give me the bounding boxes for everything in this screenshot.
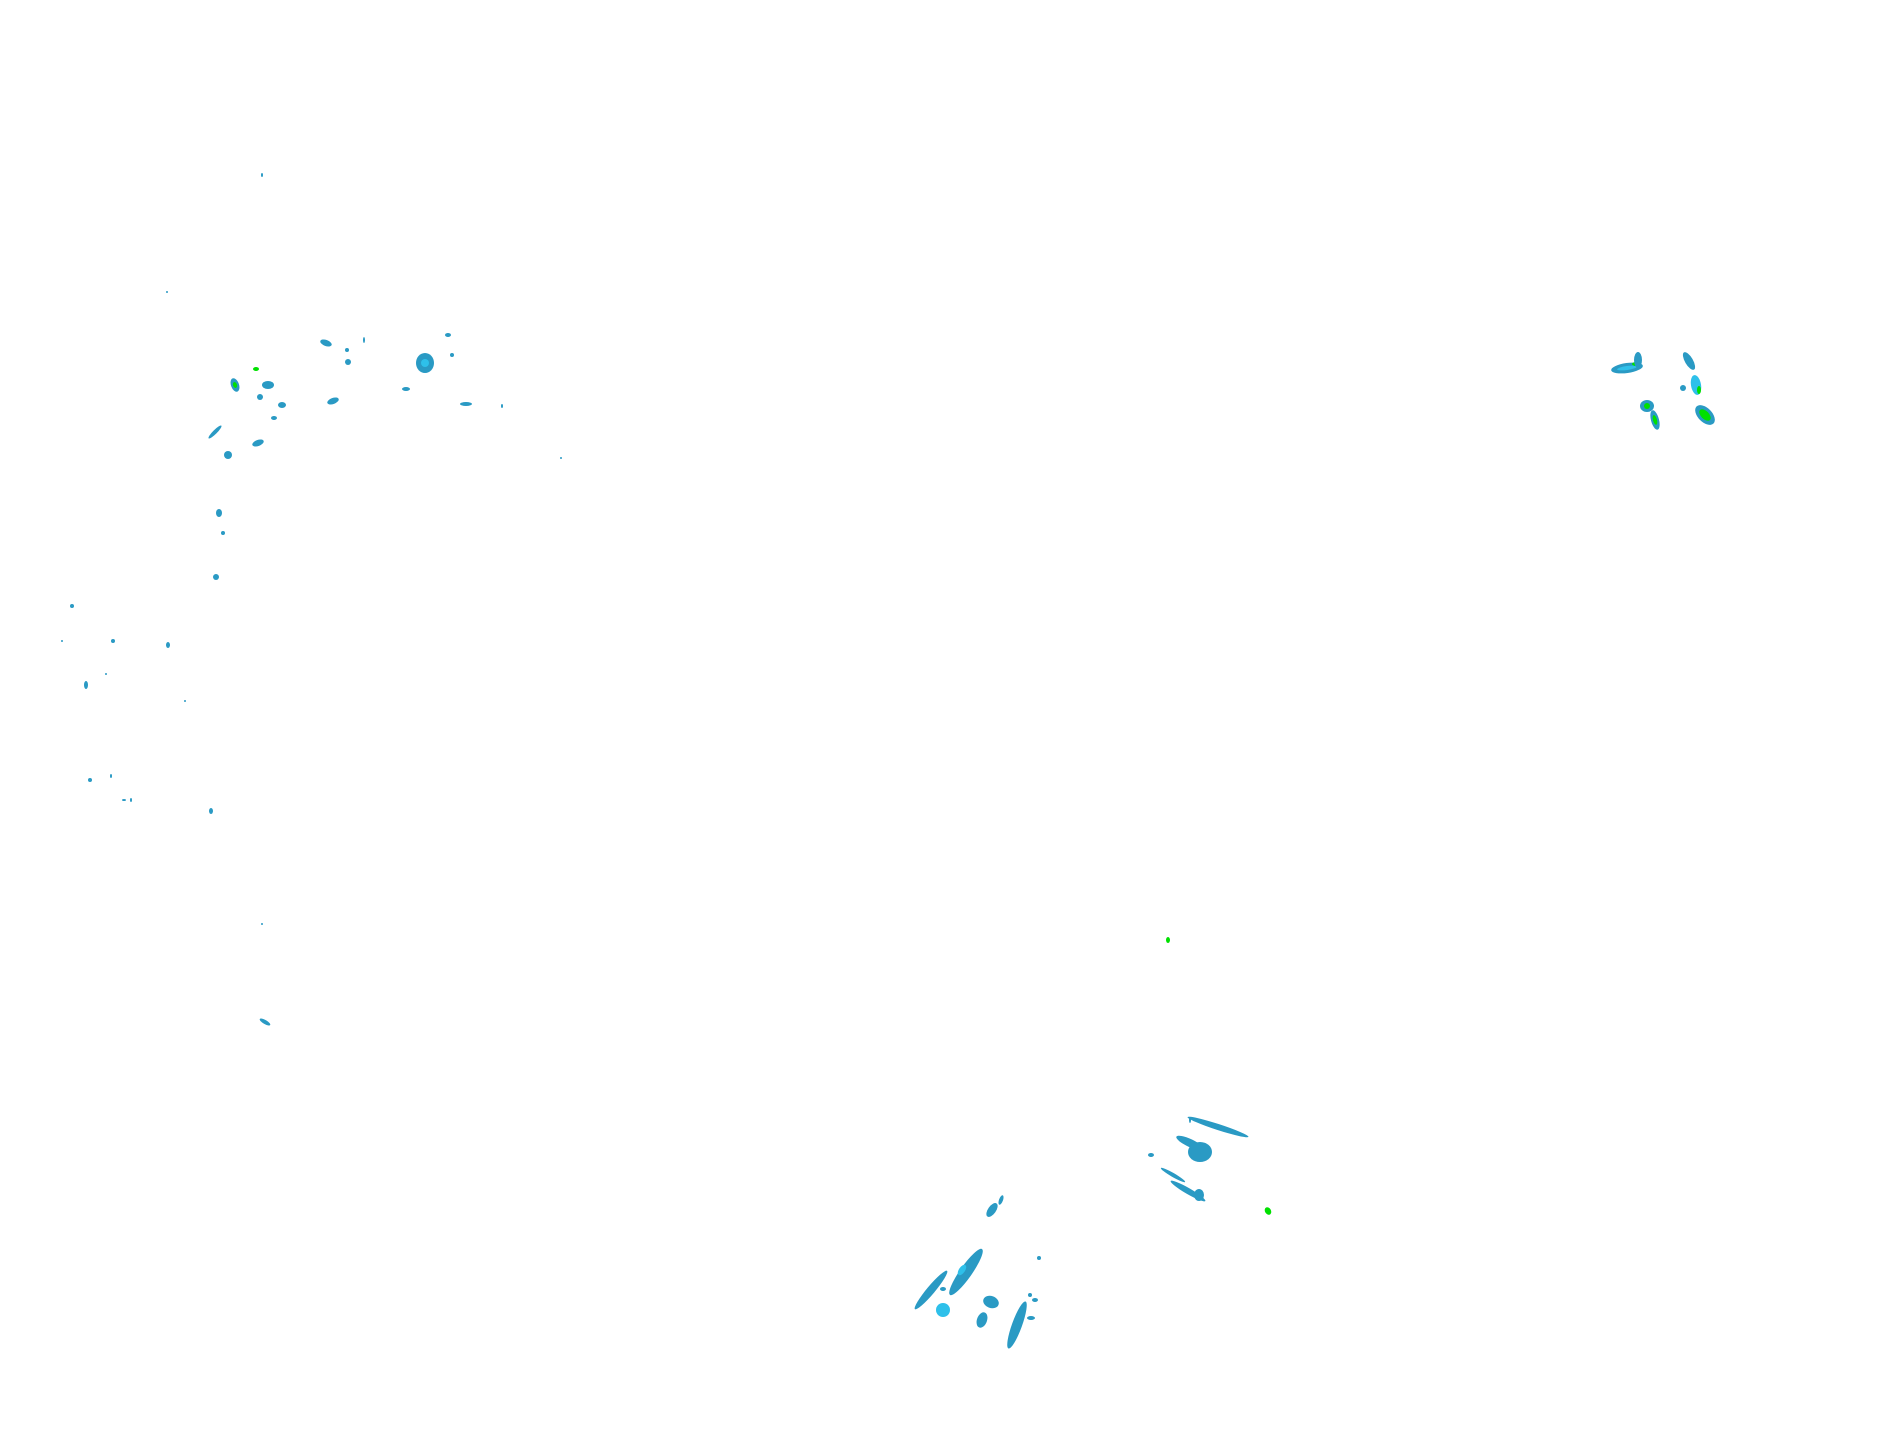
low-intensity-patch: [166, 291, 168, 293]
low-intensity-patch: [1037, 1256, 1041, 1260]
low-intensity-patch: [1634, 352, 1642, 368]
low-intensity-patch: [998, 1195, 1004, 1205]
low-intensity-patch: [1160, 1167, 1186, 1183]
low-intensity-patch: [1187, 1116, 1249, 1138]
low-intensity-patch: [252, 439, 264, 447]
high-intensity-patch: [1264, 1207, 1272, 1215]
overlay-layer: [61, 173, 1715, 1349]
high-intensity-patch: [253, 367, 259, 371]
low-intensity-patch: [1680, 385, 1686, 391]
high-intensity-patch: [232, 382, 238, 388]
low-intensity-patch: [105, 673, 107, 675]
low-intensity-patch: [271, 416, 277, 420]
low-intensity-patch: [320, 339, 332, 347]
low-intensity-patch: [983, 1295, 999, 1309]
low-intensity-patch: [84, 681, 88, 689]
low-intensity-patch: [166, 642, 170, 648]
low-intensity-patch: [122, 799, 126, 801]
low-intensity-patch: [327, 397, 339, 405]
low-intensity-patch: [216, 509, 222, 517]
low-intensity-patch: [209, 808, 213, 814]
low-intensity-patch: [1682, 352, 1696, 370]
low-intensity-patch: [259, 1018, 271, 1026]
low-intensity-patch: [208, 425, 222, 439]
low-intensity-patch: [130, 798, 132, 802]
low-intensity-patch: [949, 1248, 983, 1296]
low-intensity-patch: [1170, 1180, 1206, 1202]
low-intensity-patch: [61, 640, 63, 642]
high-intensity-patch: [1697, 386, 1701, 394]
low-intensity-patch: [560, 457, 562, 459]
low-intensity-patch: [257, 394, 263, 400]
low-intensity-patch: [224, 451, 232, 459]
low-intensity-patch: [111, 639, 115, 643]
low-intensity-patch: [262, 381, 274, 389]
low-intensity-patch: [986, 1203, 998, 1217]
low-intensity-patch: [1189, 1117, 1191, 1123]
low-intensity-patch: [402, 387, 410, 391]
low-intensity-patch: [345, 348, 349, 352]
low-intensity-patch: [460, 402, 472, 406]
low-intensity-patch: [110, 774, 112, 778]
low-intensity-patch: [940, 1287, 946, 1291]
low-intensity-patch: [88, 778, 92, 782]
low-intensity-patch: [221, 531, 225, 535]
high-intensity-patch: [1699, 409, 1711, 421]
medium-intensity-patch: [957, 1264, 967, 1276]
low-intensity-patch: [184, 700, 186, 702]
low-intensity-patch: [445, 333, 451, 337]
medium-intensity-patch: [421, 359, 429, 367]
low-intensity-patch: [1007, 1301, 1027, 1349]
low-intensity-patch: [345, 359, 351, 365]
low-intensity-patch: [501, 404, 503, 408]
low-intensity-patch: [70, 604, 74, 608]
low-intensity-patch: [1027, 1316, 1035, 1320]
low-intensity-patch: [1028, 1293, 1032, 1297]
low-intensity-patch: [1188, 1142, 1212, 1162]
medium-intensity-patch: [936, 1303, 950, 1317]
high-intensity-patch: [1652, 415, 1658, 425]
low-intensity-patch: [1032, 1298, 1038, 1302]
medium-intensity-patch: [1690, 375, 1702, 395]
low-intensity-patch: [1148, 1153, 1154, 1157]
low-intensity-patch: [914, 1270, 948, 1310]
low-intensity-patch: [213, 574, 219, 580]
low-intensity-patch: [261, 923, 263, 925]
low-intensity-patch: [363, 337, 365, 343]
low-intensity-patch: [261, 173, 263, 177]
low-intensity-patch: [278, 402, 286, 408]
high-intensity-patch: [1166, 937, 1170, 943]
high-intensity-patch: [1644, 403, 1650, 409]
low-intensity-patch: [450, 353, 454, 357]
medium-intensity-patch: [1617, 365, 1637, 371]
low-intensity-patch: [976, 1312, 988, 1328]
